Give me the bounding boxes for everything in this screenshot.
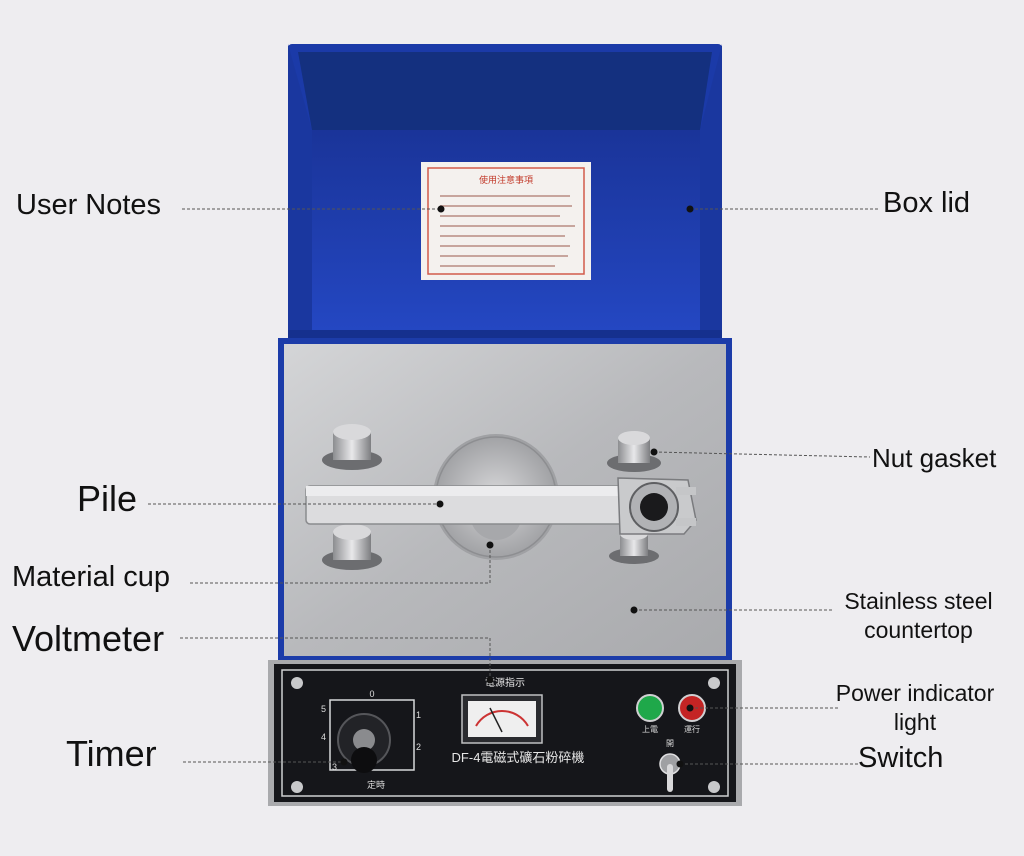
switch-caption: 開	[666, 739, 674, 748]
callout-box-lid: Box lid	[883, 187, 971, 219]
light-left-caption: 上電	[642, 725, 658, 734]
callout-pile: Pile	[77, 478, 138, 519]
timer-mark-5: 5	[321, 704, 326, 714]
timer-mark-2: 2	[416, 742, 421, 752]
callout-timer: Timer	[66, 733, 157, 774]
leader-dots	[340, 205, 694, 768]
timer-mark-1: 1	[416, 710, 421, 720]
user-notes-card: 使用注意事項	[421, 162, 591, 280]
notes-title: 使用注意事項	[479, 174, 533, 185]
panel-heading: 電源指示	[485, 676, 525, 689]
timer-mark-0: 0	[369, 689, 374, 699]
bolt-top-left	[322, 424, 382, 470]
callout-power-indicator-light: Power indicator light	[835, 680, 995, 735]
timer-caption: 定時	[367, 779, 385, 790]
timer-mark-3: 3	[332, 762, 337, 772]
bolt-bottom-left	[322, 524, 382, 570]
timer-dial[interactable]: 0 1 2 3 4 5 定時	[321, 689, 421, 790]
callout-stainless-steel-countertop: Stainless steel countertop	[844, 588, 993, 643]
nut-gaskets	[322, 424, 661, 570]
pile-arm	[305, 477, 697, 535]
light-right-caption: 運行	[684, 724, 700, 734]
callout-switch: Switch	[858, 742, 944, 774]
bolt-top-right	[607, 431, 661, 472]
leader-lines	[148, 208, 880, 765]
callout-material-cup: Material cup	[12, 561, 170, 593]
callout-voltmeter: Voltmeter	[12, 618, 165, 659]
timer-mark-4: 4	[321, 732, 326, 742]
callout-user-notes: User Notes	[16, 189, 162, 221]
voltmeter	[461, 694, 543, 744]
callout-nut-gasket: Nut gasket	[872, 443, 997, 473]
model-label: DF-4電磁式礦石粉碎機	[452, 750, 585, 765]
